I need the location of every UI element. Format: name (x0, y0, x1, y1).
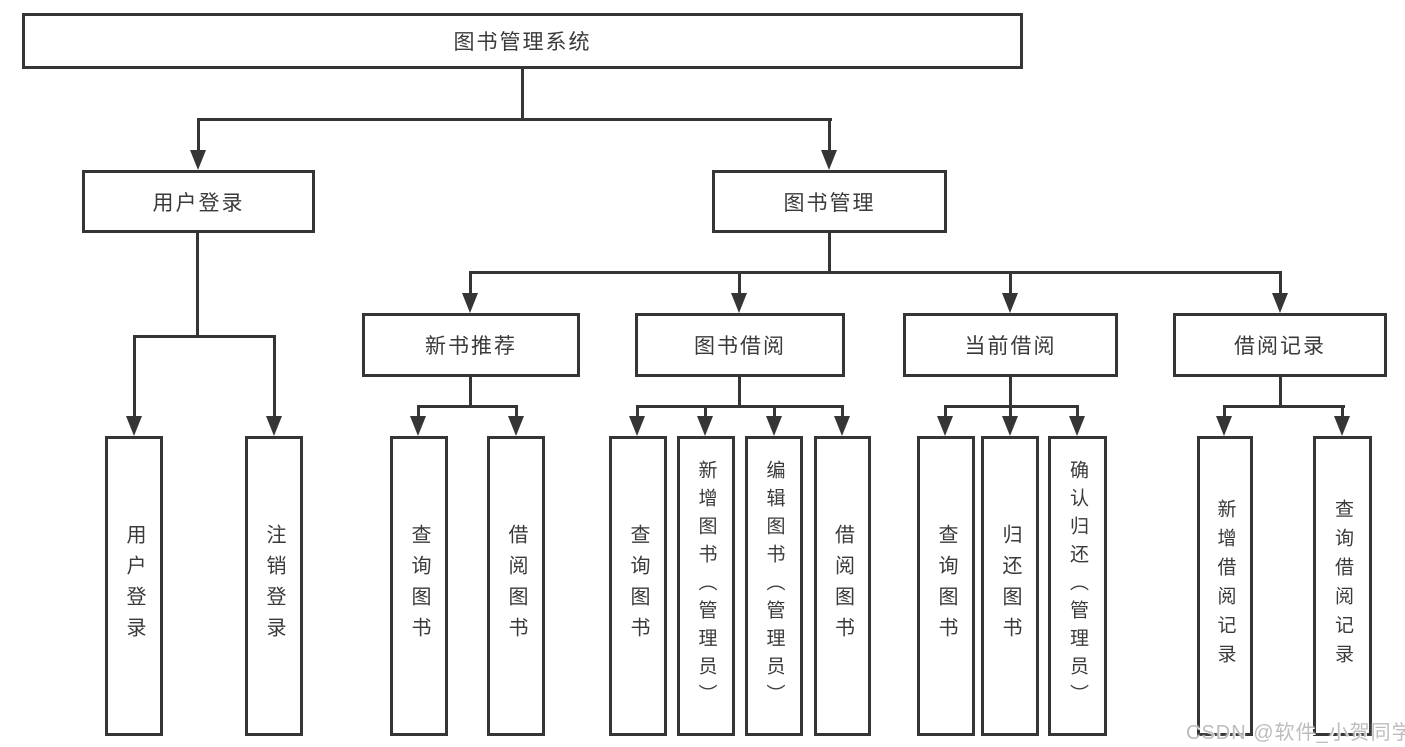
connector-line (273, 335, 276, 420)
node-leaf-user-login-label: 用户登录 (123, 524, 145, 648)
node-user-login-branch: 用户登录 (82, 170, 315, 233)
node-leaf-edit-book-admin-label: 编辑图书（管理员） (763, 460, 785, 712)
connector-line (773, 405, 776, 420)
node-leaf-borrow-query-books: 查询图书 (609, 436, 667, 736)
connector-line (196, 233, 199, 338)
arrow-head (937, 416, 953, 436)
arrow-head (1334, 416, 1350, 436)
node-leaf-edit-book-admin: 编辑图书（管理员） (745, 436, 803, 736)
node-leaf-logout-label: 注销登录 (263, 524, 285, 648)
connector-line (1076, 405, 1079, 420)
arrow-head (629, 416, 645, 436)
connector-line (417, 405, 420, 420)
node-leaf-borrow-query-books-label: 查询图书 (627, 524, 649, 648)
arrow-head (1216, 416, 1232, 436)
node-leaf-borrow-borrow-books-label: 借阅图书 (831, 524, 854, 648)
node-leaf-add-book-admin-label: 新增图书（管理员） (695, 460, 717, 712)
connector-line (515, 405, 518, 420)
node-new-book-recommend-label: 新书推荐 (425, 335, 517, 358)
node-leaf-user-login: 用户登录 (105, 436, 163, 736)
connector-line (469, 271, 472, 297)
node-current-borrow: 当前借阅 (903, 313, 1118, 377)
arrow-head (834, 416, 850, 436)
arrow-head (731, 293, 747, 313)
node-borrow-records: 借阅记录 (1173, 313, 1387, 377)
connector-line (704, 405, 707, 420)
node-book-management-branch: 图书管理 (712, 170, 947, 233)
arrow-head (697, 416, 713, 436)
connector-line (828, 118, 831, 154)
node-root: 图书管理系统 (22, 13, 1023, 69)
node-leaf-confirm-return-admin: 确认归还（管理员） (1048, 436, 1107, 736)
node-leaf-return-books-label: 归还图书 (999, 524, 1021, 648)
connector-line (1223, 405, 1345, 408)
connector-line (1223, 405, 1226, 420)
arrow-head (410, 416, 426, 436)
arrow-head (1272, 293, 1288, 313)
arrow-head (462, 293, 478, 313)
connector-line (1009, 405, 1012, 420)
connector-line (1279, 271, 1282, 297)
node-leaf-current-query-books-label: 查询图书 (935, 524, 957, 648)
connector-line (738, 271, 741, 297)
arrow-head (266, 416, 282, 436)
connector-line (1009, 377, 1012, 408)
node-book-borrow-label: 图书借阅 (694, 335, 786, 358)
node-root-label: 图书管理系统 (453, 31, 592, 54)
node-user-login-branch-label: 用户登录 (152, 191, 245, 215)
connector-line (133, 335, 276, 338)
node-leaf-recommend-borrow-books: 借阅图书 (487, 436, 545, 736)
node-leaf-recommend-query-books: 查询图书 (390, 436, 448, 736)
arrow-head (766, 416, 782, 436)
node-leaf-recommend-borrow-books-label: 借阅图书 (505, 524, 527, 648)
connector-line (828, 233, 831, 274)
node-leaf-recommend-query-books-label: 查询图书 (408, 524, 430, 648)
connector-line (841, 405, 844, 420)
connector-line (636, 405, 844, 408)
node-new-book-recommend: 新书推荐 (362, 313, 580, 377)
arrow-head (1069, 416, 1085, 436)
arrow-head (508, 416, 524, 436)
arrow-head (1002, 293, 1018, 313)
node-leaf-add-borrow-record: 新增借阅记录 (1197, 436, 1253, 736)
node-borrow-records-label: 借阅记录 (1234, 335, 1326, 358)
node-leaf-add-borrow-record-label: 新增借阅记录 (1214, 499, 1236, 673)
connector-line (417, 405, 518, 408)
arrow-head (1002, 416, 1018, 436)
node-leaf-logout: 注销登录 (245, 436, 303, 736)
connector-line (469, 271, 1282, 274)
node-leaf-confirm-return-admin-label: 确认归还（管理员） (1067, 460, 1088, 712)
connector-line (636, 405, 639, 420)
connector-line (469, 377, 472, 408)
csdn-watermark: CSDN @软件_小贺同学 (1186, 722, 1405, 744)
connector-line (521, 67, 524, 121)
node-current-borrow-label: 当前借阅 (964, 335, 1057, 358)
arrow-head (126, 416, 142, 436)
connector-line (197, 118, 832, 121)
node-leaf-return-books: 归还图书 (981, 436, 1039, 736)
arrow-head (821, 150, 837, 170)
connector-line (1279, 377, 1282, 408)
node-book-management-branch-label: 图书管理 (783, 191, 876, 215)
arrow-head (190, 150, 206, 170)
node-leaf-add-book-admin: 新增图书（管理员） (677, 436, 735, 736)
node-leaf-borrow-borrow-books: 借阅图书 (814, 436, 871, 736)
node-leaf-query-borrow-record: 查询借阅记录 (1313, 436, 1372, 736)
connector-line (944, 405, 947, 420)
connector-line (133, 335, 136, 420)
connector-line (1341, 405, 1344, 420)
node-leaf-query-borrow-record-label: 查询借阅记录 (1332, 499, 1353, 673)
connector-line (1009, 271, 1012, 297)
connector-line (197, 118, 200, 154)
connector-line (738, 377, 741, 408)
node-leaf-current-query-books: 查询图书 (917, 436, 975, 736)
node-book-borrow: 图书借阅 (635, 313, 845, 377)
